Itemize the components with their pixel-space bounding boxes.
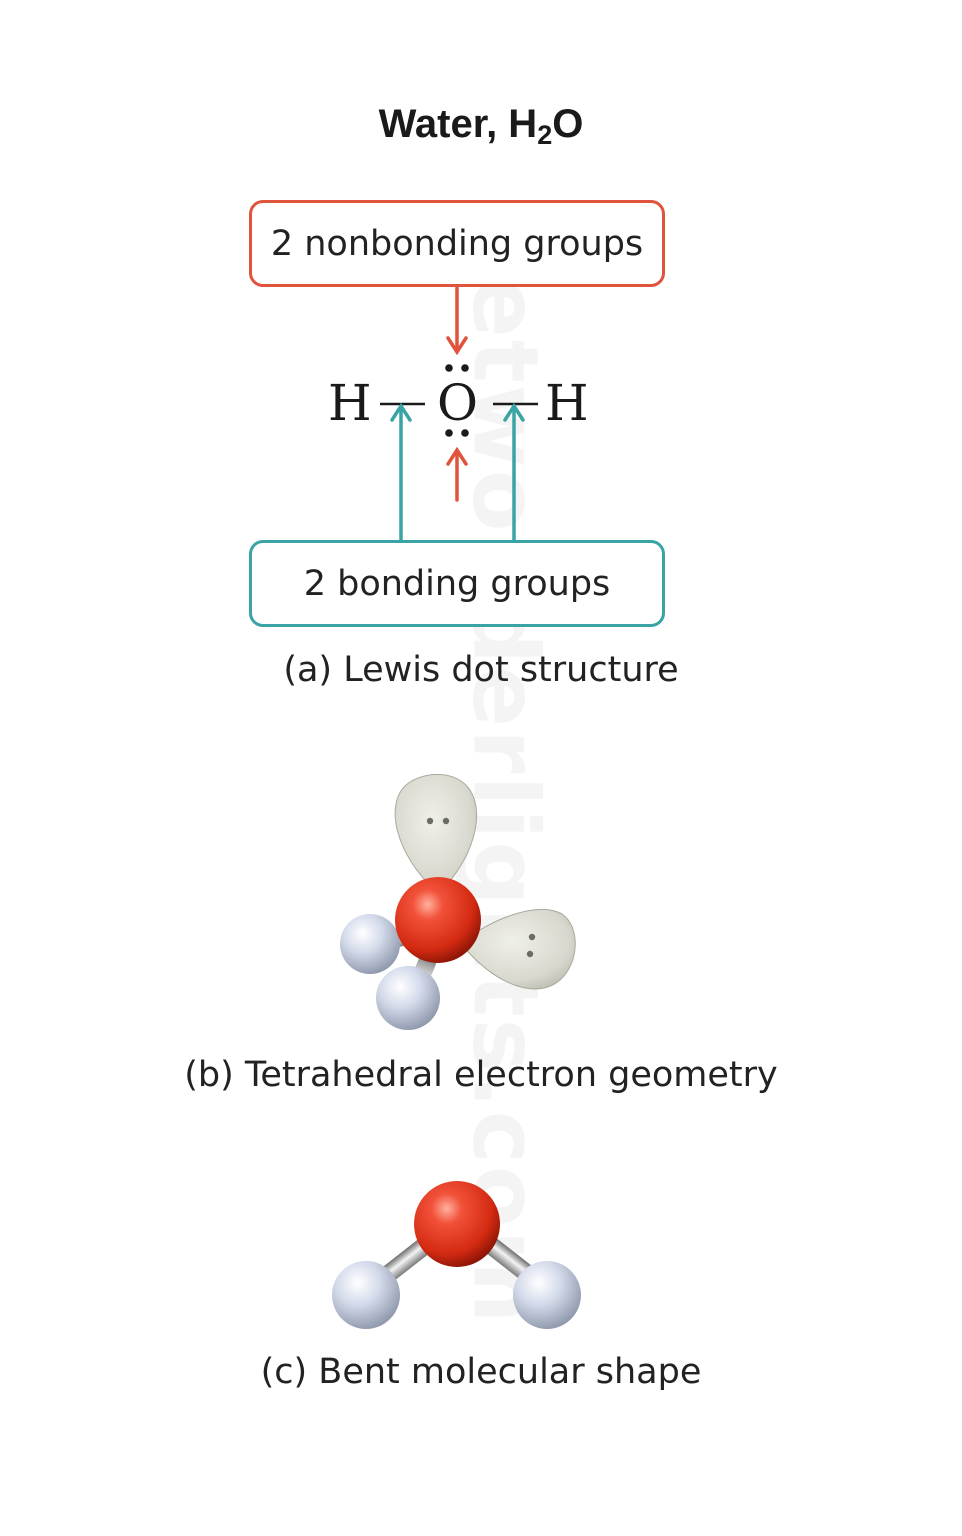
nonbonding-arrow-bottom bbox=[446, 446, 468, 502]
nonbonding-arrow-top bbox=[446, 286, 468, 356]
hydrogen-atom bbox=[340, 914, 400, 974]
figure-title: Water, H2O bbox=[0, 102, 962, 151]
nonbonding-groups-label: 2 nonbonding groups bbox=[270, 223, 644, 264]
caption-tetrahedral: (b) Tetrahedral electron geometry bbox=[184, 1055, 778, 1095]
bent-model bbox=[332, 1181, 581, 1329]
lobe-electron bbox=[426, 817, 434, 825]
lone-pair-dot bbox=[445, 364, 453, 372]
hydrogen-atom bbox=[376, 966, 440, 1030]
tetrahedral-model bbox=[340, 773, 576, 1030]
nonbonding-groups-box: 2 nonbonding groups bbox=[249, 200, 665, 287]
hydrogen-atom bbox=[513, 1261, 581, 1329]
title-suffix: O bbox=[552, 102, 584, 146]
title-main: Water, H bbox=[378, 102, 538, 146]
oxygen-atom bbox=[395, 877, 481, 963]
lone-pair-dot bbox=[445, 429, 453, 437]
lobe-electron bbox=[528, 933, 536, 941]
lone-pair-lobe-right bbox=[461, 909, 576, 990]
lobe-electron bbox=[526, 950, 534, 958]
lewis-atom-h-right: H bbox=[545, 374, 589, 432]
lobe-electron bbox=[442, 817, 450, 825]
lone-pair-dot bbox=[461, 429, 469, 437]
title-subscript: 2 bbox=[537, 120, 553, 150]
lewis-atom-h-left: H bbox=[328, 374, 372, 432]
caption-lewis: (a) Lewis dot structure bbox=[283, 650, 679, 690]
bonding-groups-box: 2 bonding groups bbox=[249, 540, 665, 627]
lone-pair-dot bbox=[461, 364, 469, 372]
lone-pair-lobe-upper bbox=[394, 773, 478, 893]
bonding-arrow-left bbox=[390, 402, 412, 542]
bonding-groups-label: 2 bonding groups bbox=[303, 563, 611, 604]
hydrogen-atom bbox=[332, 1261, 400, 1329]
bonding-arrow-right bbox=[503, 402, 525, 542]
lewis-atom-o: O bbox=[437, 374, 478, 432]
oxygen-atom bbox=[414, 1181, 500, 1267]
caption-bent: (c) Bent molecular shape bbox=[260, 1352, 702, 1392]
